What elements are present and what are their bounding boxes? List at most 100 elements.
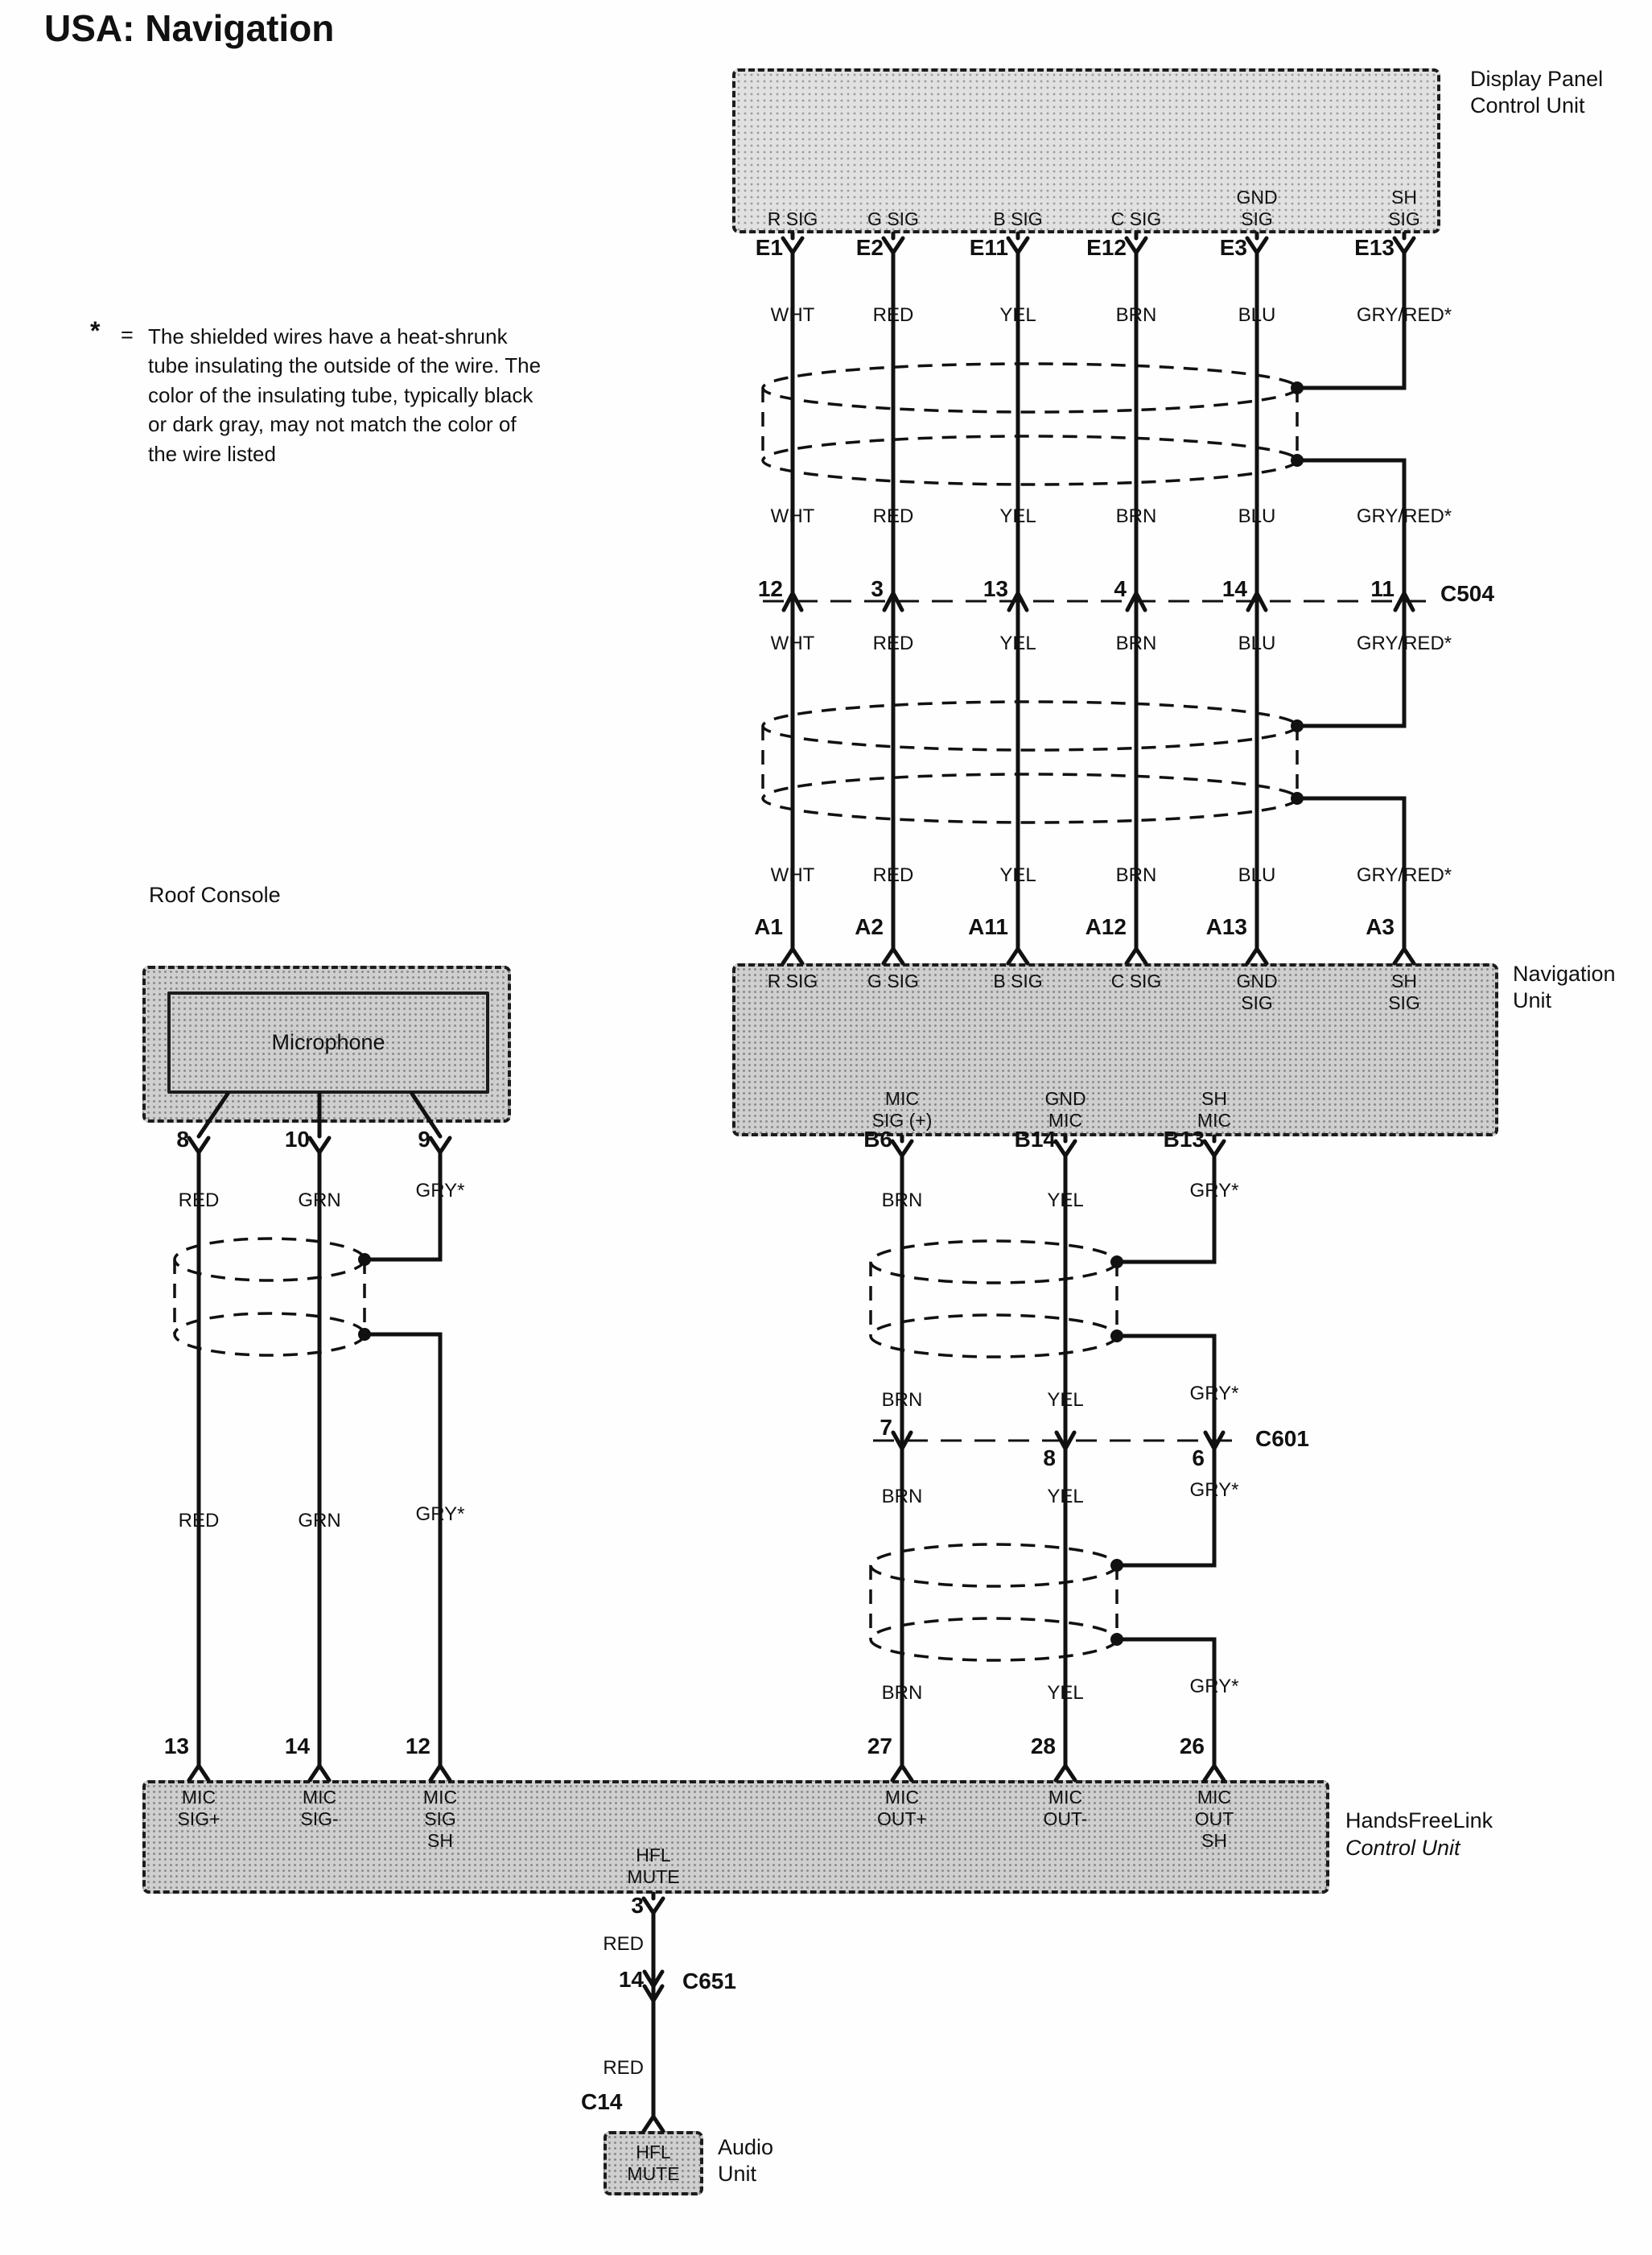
handsfreelink-label-line1: HandsFreeLink bbox=[1345, 1808, 1493, 1832]
pin-e13: E13 bbox=[1354, 235, 1395, 260]
c504-pin-14: 14 bbox=[1221, 576, 1247, 601]
wire-color-label: YEL bbox=[999, 633, 1036, 654]
audio-unit-label: Audio Unit bbox=[718, 2135, 774, 2186]
pin-e11: E11 bbox=[969, 235, 1008, 260]
wire-roof-shield-drain bbox=[362, 1136, 452, 1783]
wire-color-label: YEL bbox=[999, 505, 1036, 527]
hfl-pin-28: 28 bbox=[1030, 1734, 1056, 1758]
c504-pin-12: 12 bbox=[757, 576, 783, 601]
wire-video-brn bbox=[1124, 231, 1148, 966]
wire-color-label: BLU bbox=[1238, 505, 1276, 527]
note-equals: = bbox=[121, 323, 134, 347]
wire-video-wht bbox=[781, 231, 805, 966]
shield-symbol-roof bbox=[173, 1237, 366, 1357]
wire-color-label: GRN bbox=[298, 1189, 341, 1211]
wire-color-label: WHT bbox=[770, 864, 815, 886]
hfl-pin-14: 14 bbox=[284, 1734, 310, 1758]
wire-color-label: GRY* bbox=[1189, 1676, 1239, 1697]
wire-video-red bbox=[881, 231, 905, 966]
c601-pin-7: 7 bbox=[880, 1415, 892, 1440]
wire-color-label: GRY* bbox=[1189, 1180, 1239, 1202]
wire-color-label: BRN bbox=[1115, 864, 1157, 886]
hfl-pin-12: 12 bbox=[405, 1734, 431, 1758]
signal-r-sig: R SIG bbox=[767, 208, 818, 229]
hfl-signal-mic-out-plus: MIC OUT+ bbox=[877, 1787, 927, 1830]
nav-signal-sh-mic: SH MIC bbox=[1197, 1087, 1232, 1131]
wire-color-label: BRN bbox=[881, 1486, 923, 1507]
pin-e2: E2 bbox=[855, 235, 884, 260]
wire-color-label: BRN bbox=[1115, 505, 1157, 527]
pin-e12: E12 bbox=[1086, 235, 1127, 260]
signal-g-sig: G SIG bbox=[867, 208, 919, 229]
hfl-pin-26: 26 bbox=[1179, 1734, 1205, 1758]
hfl-signal-mic-sig-minus: MIC SIG- bbox=[300, 1787, 339, 1830]
hfl-mute-pin-3: 3 bbox=[631, 1893, 644, 1918]
wire-color-label: GRY* bbox=[1189, 1383, 1239, 1404]
nav-signal-g-sig: G SIG bbox=[867, 971, 919, 991]
c651-arrowheads bbox=[642, 1969, 665, 2005]
nav-signal-mic-sig: MIC SIG (+) bbox=[871, 1087, 933, 1131]
note-star: * bbox=[90, 316, 101, 345]
connector-label-c651: C651 bbox=[682, 1968, 736, 1993]
mic-pin-9: 9 bbox=[418, 1127, 431, 1152]
pin-a2: A2 bbox=[855, 914, 884, 939]
mic-pin-8: 8 bbox=[176, 1127, 189, 1152]
c504-pin-3: 3 bbox=[871, 576, 884, 601]
display-panel-label: Display Panel Control Unit bbox=[1470, 67, 1604, 117]
pin-a11: A11 bbox=[968, 914, 1008, 939]
wire-color-label: RED bbox=[178, 1189, 220, 1211]
handsfreelink-box bbox=[142, 1780, 1329, 1894]
wire-color-label: BRN bbox=[1115, 304, 1157, 326]
signal-b-sig: B SIG bbox=[993, 208, 1043, 229]
nav-signal-sh-sig: SH SIG bbox=[1388, 971, 1420, 1014]
pin-e3: E3 bbox=[1219, 235, 1247, 260]
signal-gnd-sig: GND SIG bbox=[1236, 186, 1278, 229]
shield-symbol-video-2 bbox=[761, 700, 1299, 824]
page-title: USA: Navigation bbox=[44, 7, 335, 49]
c504-pin-13: 13 bbox=[983, 576, 1008, 601]
wire-color-label: GRY/RED* bbox=[1356, 304, 1452, 326]
wire-color-label: WHT bbox=[770, 304, 815, 326]
wire-color-label: BLU bbox=[1238, 633, 1276, 654]
wire-color-label: GRY* bbox=[415, 1180, 465, 1202]
wire-video-yel bbox=[1006, 231, 1030, 966]
wire-color-label: RED bbox=[178, 1510, 220, 1532]
wire-color-label: YEL bbox=[1047, 1682, 1084, 1704]
pin-b14: B14 bbox=[1014, 1127, 1056, 1152]
navigation-unit-label: Navigation Unit bbox=[1513, 962, 1616, 1012]
wire-color-label: RED bbox=[872, 864, 914, 886]
nav-signal-r-sig: R SIG bbox=[767, 971, 818, 991]
microphone-label: Microphone bbox=[271, 1030, 385, 1054]
audio-unit-signal: HFL MUTE bbox=[627, 2141, 680, 2184]
pin-e1: E1 bbox=[755, 235, 783, 260]
hfl-signal-mic-out-sh: MIC OUT SH bbox=[1194, 1787, 1234, 1852]
handsfreelink-label-line2: Control Unit bbox=[1345, 1836, 1460, 1860]
wire-video-blu bbox=[1245, 231, 1269, 966]
c601-pin-8: 8 bbox=[1043, 1445, 1056, 1470]
connector-label-c14: C14 bbox=[581, 2089, 623, 2114]
nav-signal-gnd-sig: GND SIG bbox=[1236, 971, 1278, 1014]
wire-color-label: BLU bbox=[1238, 864, 1276, 886]
note-text: The shielded wires have a heat-shrunk tu… bbox=[148, 324, 542, 466]
wire-color-label: GRY/RED* bbox=[1356, 633, 1452, 654]
wire-color-label: RED bbox=[603, 1933, 644, 1955]
signal-c-sig: C SIG bbox=[1110, 208, 1162, 229]
wire-color-label: RED bbox=[872, 633, 914, 654]
roof-console-label: Roof Console bbox=[149, 883, 281, 907]
nav-signal-gnd-mic: GND MIC bbox=[1044, 1087, 1086, 1131]
wire-color-label: YEL bbox=[1047, 1389, 1084, 1411]
wire-color-label: YEL bbox=[1047, 1189, 1084, 1211]
wire-color-label: GRY/RED* bbox=[1356, 864, 1452, 886]
wire-color-label: RED bbox=[603, 2057, 644, 2079]
wire-roof-grn bbox=[307, 1136, 332, 1783]
connector-label-c601: C601 bbox=[1255, 1426, 1309, 1451]
wire-roof-red bbox=[187, 1136, 211, 1783]
wire-color-label: GRY/RED* bbox=[1356, 505, 1452, 527]
audio-unit-box bbox=[604, 2131, 703, 2195]
wire-color-label: BLU bbox=[1238, 304, 1276, 326]
connector-label-c504: C504 bbox=[1440, 581, 1494, 606]
hfl-pin-13: 13 bbox=[163, 1734, 189, 1758]
nav-signal-c-sig: C SIG bbox=[1110, 971, 1162, 991]
nav-signal-b-sig: B SIG bbox=[993, 971, 1043, 991]
